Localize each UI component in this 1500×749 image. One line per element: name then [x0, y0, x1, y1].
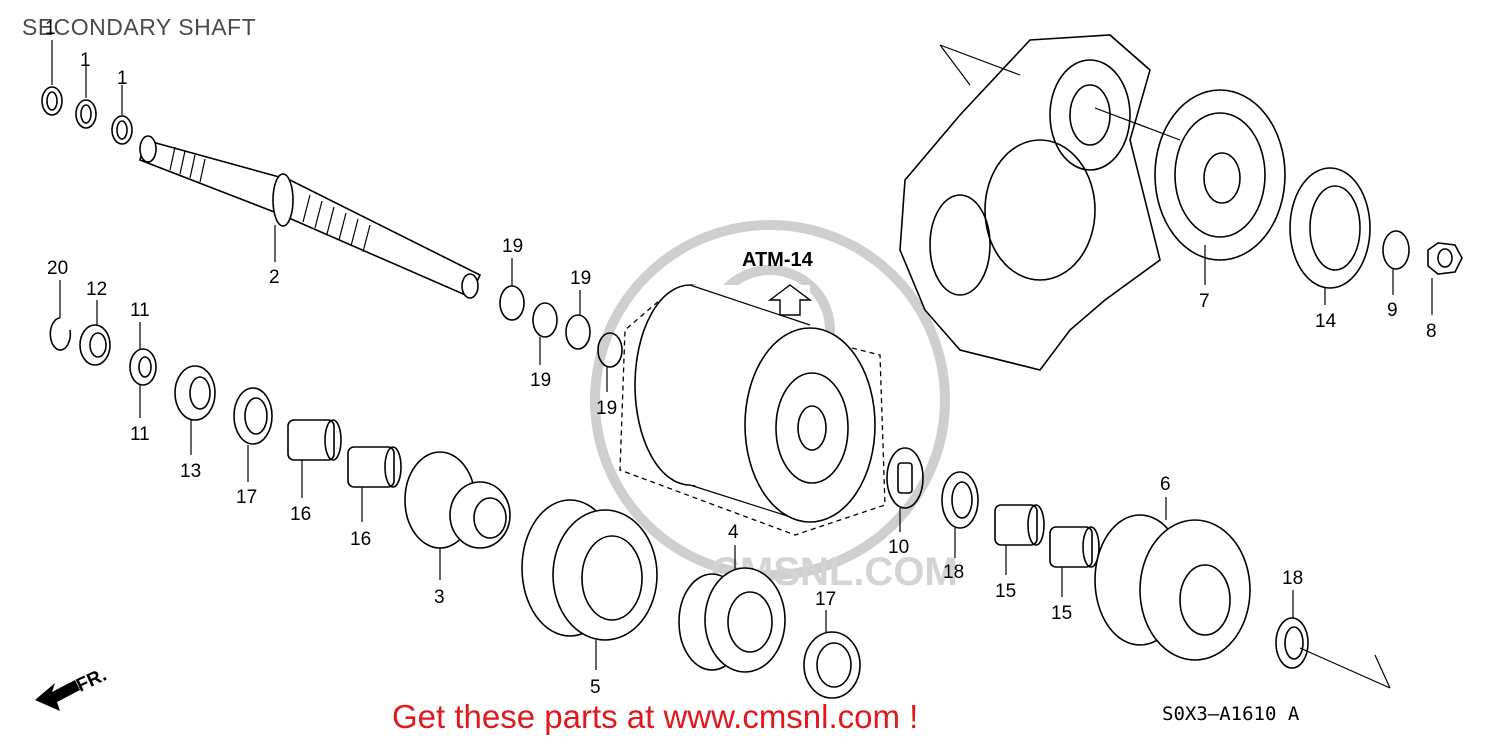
callout-3: 3 — [434, 587, 445, 608]
gear-6[interactable] — [1094, 514, 1251, 661]
snap-ring-20[interactable] — [49, 317, 72, 351]
callout-7: 7 — [1199, 291, 1210, 312]
callout-9: 9 — [1387, 300, 1398, 321]
reference-arrow — [767, 284, 813, 316]
washer-19d[interactable] — [597, 332, 623, 368]
callout-15a: 15 — [995, 581, 1016, 602]
ball-bearing-14[interactable] — [1289, 167, 1371, 289]
cotter-11[interactable] — [129, 348, 157, 386]
callout-1a: 1 — [45, 18, 56, 39]
nut-8[interactable] — [1427, 242, 1463, 275]
callout-14: 14 — [1315, 311, 1337, 332]
callout-2: 2 — [269, 267, 280, 288]
needle-bearing-16b[interactable] — [347, 446, 402, 488]
transmission-case-cover[interactable] — [899, 34, 1161, 371]
footer-link-text[interactable]: Get these parts at www.cmsnl.com ! — [392, 698, 919, 735]
gear-7[interactable] — [1154, 89, 1286, 261]
washer-19c[interactable] — [565, 314, 591, 350]
thrust-washer-13[interactable] — [174, 365, 216, 421]
needle-bearing-15a[interactable] — [994, 504, 1045, 546]
callout-19c: 19 — [570, 268, 591, 289]
callout-13: 13 — [180, 461, 201, 482]
thrust-bearing-17a[interactable] — [233, 387, 273, 445]
callout-19d: 19 — [596, 398, 617, 419]
callout-18a: 18 — [943, 562, 964, 583]
washer-19a[interactable] — [499, 285, 525, 321]
clutch-assembly[interactable] — [619, 284, 886, 536]
callout-1c: 1 — [117, 68, 128, 89]
callout-6: 6 — [1160, 474, 1171, 495]
gear-3[interactable] — [404, 451, 511, 549]
callout-16a: 16 — [290, 504, 311, 525]
callouts: 1 1 1 2 3 4 5 6 7 8 9 10 11 11 12 13 14 … — [45, 18, 1437, 698]
callout-11a: 11 — [130, 300, 150, 321]
callout-10: 10 — [888, 537, 909, 558]
callout-8: 8 — [1426, 321, 1437, 342]
thrust-bearing-18b[interactable] — [1275, 617, 1309, 669]
gear-4[interactable] — [678, 567, 786, 673]
front-label: FR. — [73, 665, 110, 697]
washer-1a[interactable] — [41, 86, 63, 116]
callout-20: 20 — [47, 258, 68, 279]
callout-4: 4 — [728, 522, 739, 543]
callout-11b: 11 — [130, 424, 150, 445]
gear-5[interactable] — [521, 499, 658, 641]
washer-9[interactable] — [1382, 230, 1410, 270]
callout-12: 12 — [86, 279, 107, 300]
callout-5: 5 — [590, 677, 601, 698]
needle-bearing-15b[interactable] — [1049, 526, 1100, 568]
diagram-title: SECONDARY SHAFT — [22, 14, 257, 40]
callout-15b: 15 — [1051, 603, 1072, 624]
diagram-code: S0X3—A1610 A — [1162, 703, 1300, 725]
callout-16b: 16 — [350, 529, 371, 550]
thrust-bearing-17b[interactable] — [803, 631, 861, 699]
secondary-shaft[interactable] — [139, 135, 482, 299]
callout-18b: 18 — [1282, 568, 1303, 589]
needle-bearing-16a[interactable] — [287, 419, 342, 461]
callout-19b: 19 — [530, 370, 551, 391]
callout-17b: 17 — [815, 589, 836, 610]
washer-1b[interactable] — [75, 99, 97, 129]
callout-1b: 1 — [80, 50, 91, 71]
thrust-bearing-18a[interactable] — [941, 471, 979, 529]
reference-label: ATM-14 — [742, 249, 814, 271]
front-arrow — [35, 680, 80, 711]
washer-19b[interactable] — [532, 302, 558, 338]
washer-1c[interactable] — [111, 115, 133, 145]
cotter-12[interactable] — [79, 324, 111, 366]
leader-lines — [51, 40, 1433, 670]
callout-19a: 19 — [502, 236, 523, 257]
guide-lines — [939, 44, 1391, 689]
callout-17a: 17 — [236, 487, 257, 508]
plate-10[interactable] — [886, 447, 924, 509]
